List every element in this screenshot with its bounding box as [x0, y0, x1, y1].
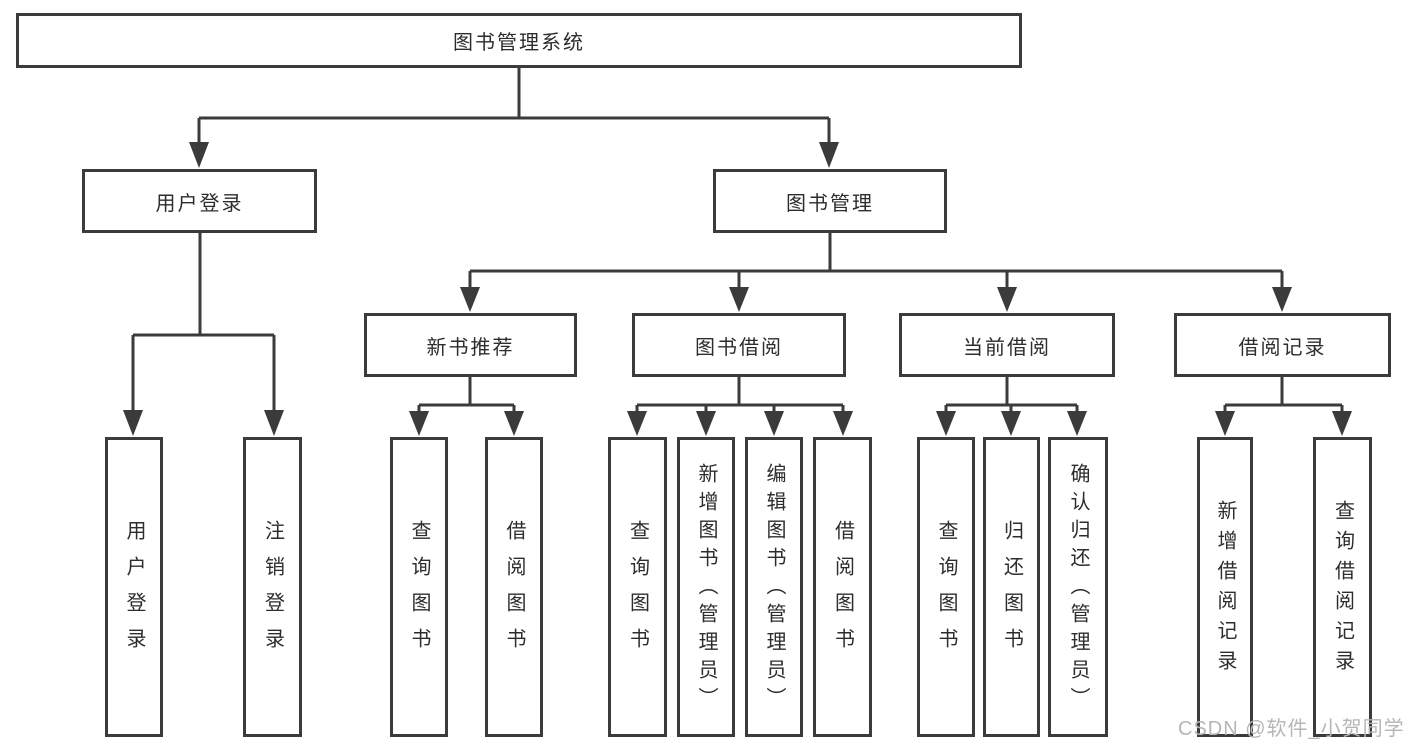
node-current-borrowing-label: 当前借阅 — [963, 336, 1051, 359]
node-current-borrowing: 当前借阅 — [899, 313, 1115, 377]
node-leaf-edit-book-admin-label: 编辑图书（管理员） — [763, 463, 785, 715]
node-leaf-query-borrow-record-label: 查询借阅记录 — [1331, 500, 1354, 680]
node-leaf-confirm-return-admin: 确认归还（管理员） — [1048, 437, 1108, 737]
node-leaf-query-books-recommend: 查询图书 — [390, 437, 448, 737]
node-leaf-return-book: 归还图书 — [983, 437, 1040, 737]
node-borrowing-records-label: 借阅记录 — [1238, 336, 1327, 359]
node-leaf-return-book-label: 归还图书 — [1000, 520, 1023, 664]
node-leaf-user-login: 用户登录 — [105, 437, 163, 737]
node-leaf-add-borrow-record: 新增借阅记录 — [1197, 437, 1253, 737]
node-leaf-borrow-books-recommend-label: 借阅图书 — [503, 520, 525, 664]
node-leaf-add-book-admin: 新增图书（管理员） — [677, 437, 735, 737]
node-borrowing-records: 借阅记录 — [1174, 313, 1391, 377]
node-leaf-borrow-books-borrowing: 借阅图书 — [813, 437, 872, 737]
node-book-management-label: 图书管理 — [786, 192, 874, 215]
node-book-management: 图书管理 — [713, 169, 947, 233]
node-root: 图书管理系统 — [16, 13, 1022, 68]
node-leaf-add-borrow-record-label: 新增借阅记录 — [1214, 500, 1236, 680]
node-root-label: 图书管理系统 — [453, 32, 585, 54]
node-user-login-group: 用户登录 — [82, 169, 317, 233]
node-leaf-query-books-current-label: 查询图书 — [935, 520, 957, 664]
node-new-book-recommend-label: 新书推荐 — [426, 336, 515, 359]
node-leaf-confirm-return-admin-label: 确认归还（管理员） — [1067, 463, 1089, 715]
node-book-borrowing-label: 图书借阅 — [695, 336, 783, 359]
node-user-login-group-label: 用户登录 — [155, 192, 244, 215]
node-leaf-edit-book-admin: 编辑图书（管理员） — [745, 437, 803, 737]
node-leaf-borrow-books-recommend: 借阅图书 — [485, 437, 543, 737]
node-leaf-query-borrow-record: 查询借阅记录 — [1313, 437, 1372, 737]
node-leaf-borrow-books-borrowing-label: 借阅图书 — [831, 520, 854, 664]
node-leaf-query-books-borrowing: 查询图书 — [608, 437, 667, 737]
node-leaf-user-login-label: 用户登录 — [123, 520, 145, 664]
node-new-book-recommend: 新书推荐 — [364, 313, 577, 377]
node-leaf-query-books-recommend-label: 查询图书 — [408, 520, 430, 664]
node-leaf-query-books-borrowing-label: 查询图书 — [626, 520, 649, 664]
node-leaf-add-book-admin-label: 新增图书（管理员） — [695, 463, 717, 715]
node-leaf-query-books-current: 查询图书 — [917, 437, 975, 737]
node-leaf-logout: 注销登录 — [243, 437, 302, 737]
node-leaf-logout-label: 注销登录 — [261, 520, 284, 664]
node-book-borrowing: 图书借阅 — [632, 313, 846, 377]
watermark-text: CSDN @软件_小贺同学 — [1178, 718, 1405, 740]
